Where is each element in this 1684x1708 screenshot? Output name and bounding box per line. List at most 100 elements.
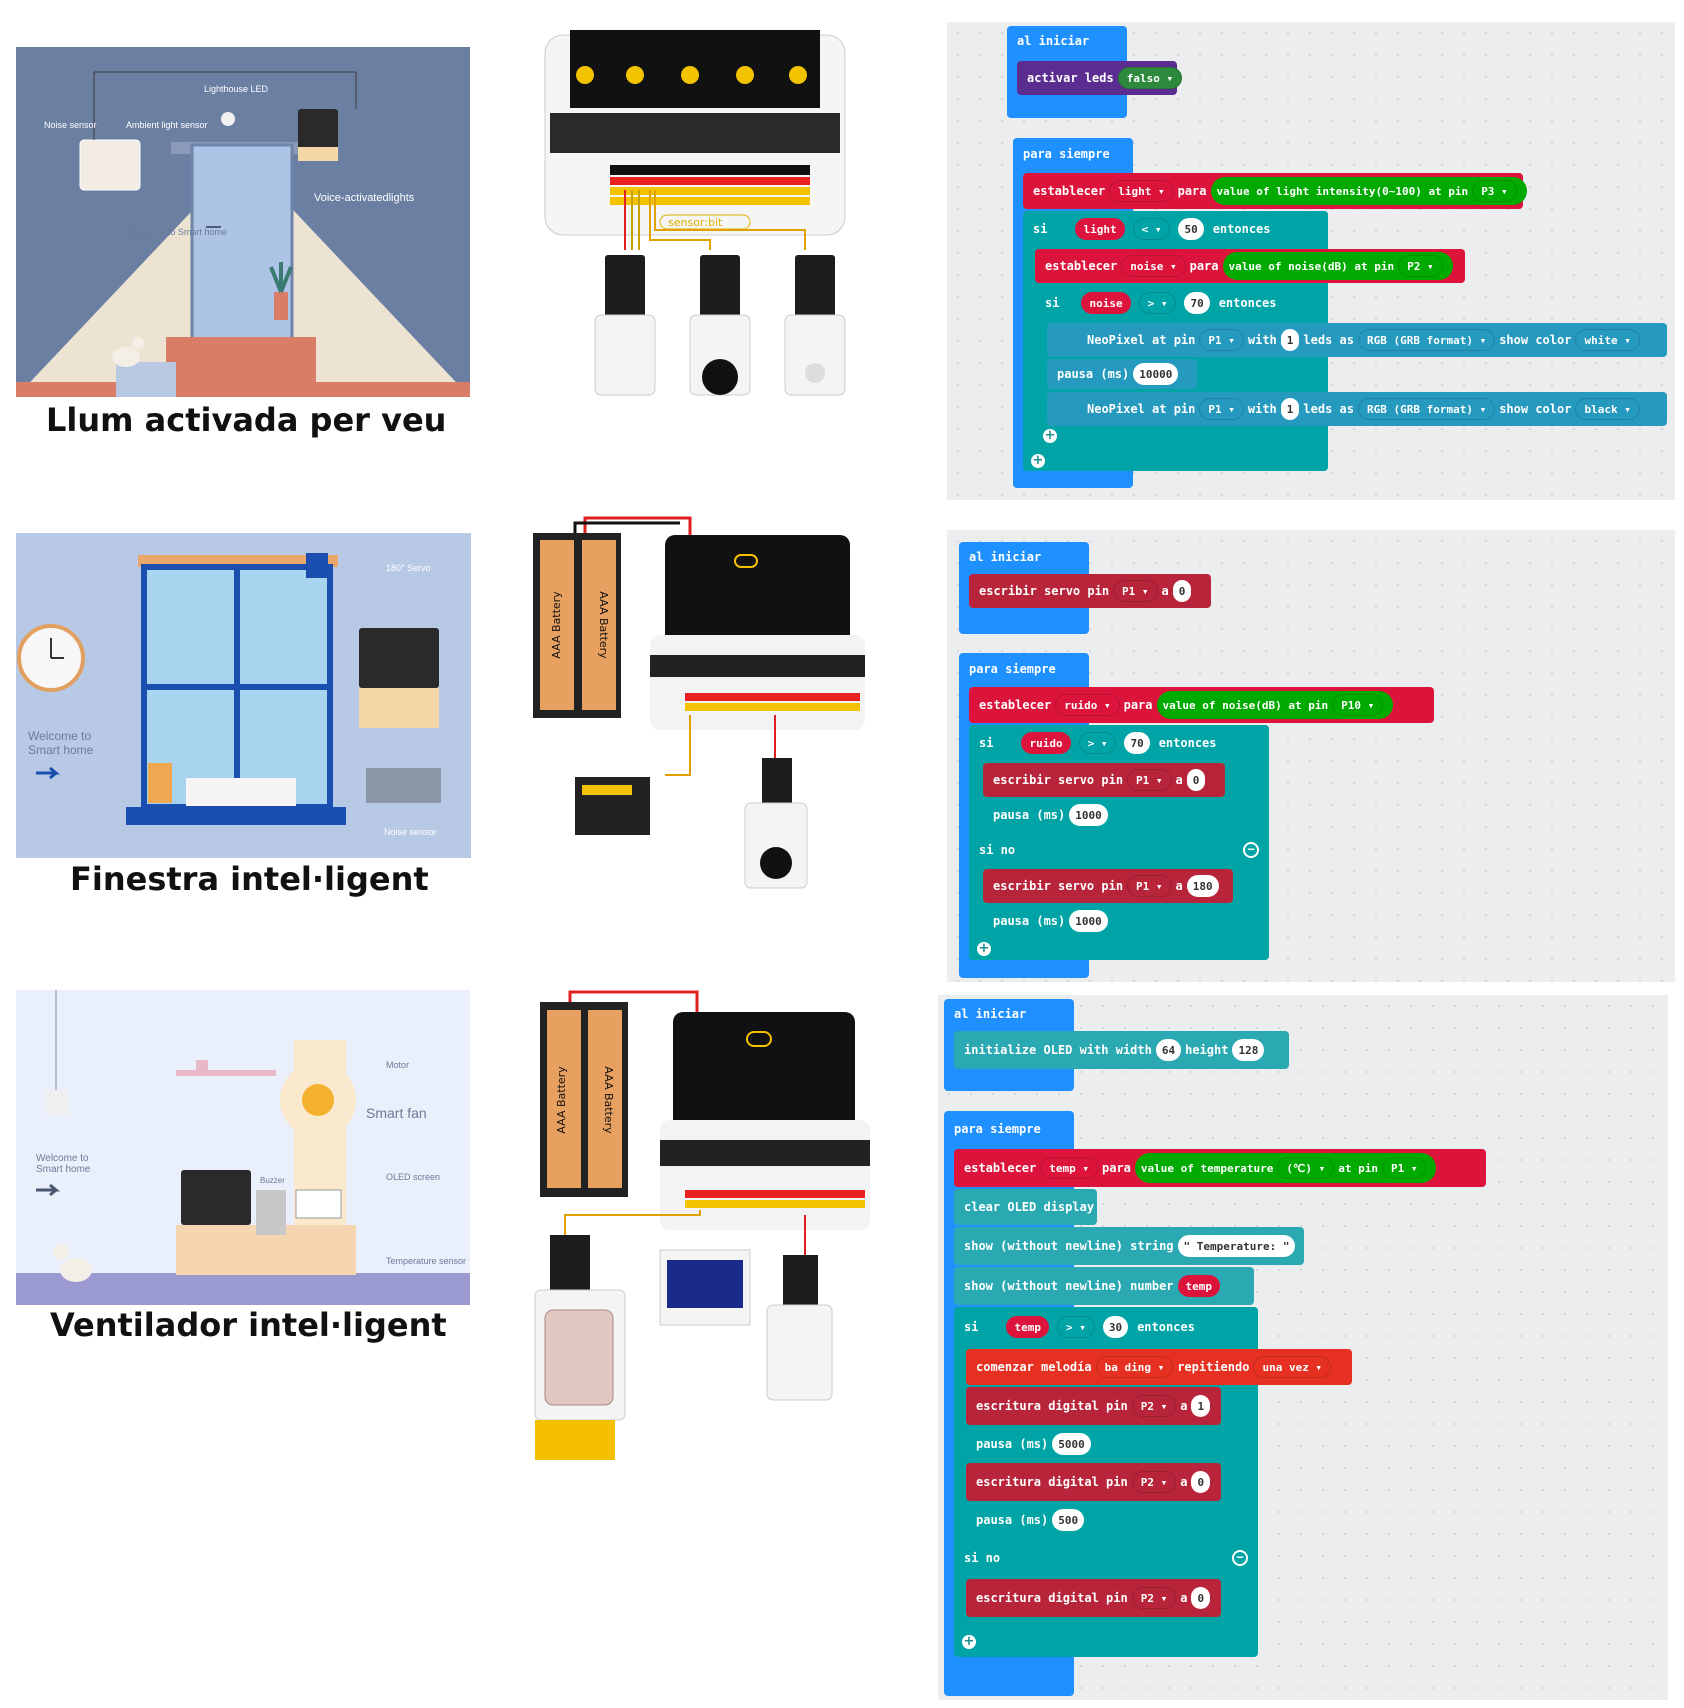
num-value[interactable]: 1 — [1191, 1395, 1211, 1417]
num-leds[interactable]: 1 — [1280, 329, 1300, 351]
var-temp[interactable]: temp — [1177, 1275, 1221, 1297]
num-pause[interactable]: 10000 — [1133, 363, 1179, 385]
kw-to: a — [1180, 1475, 1188, 1489]
num-angle[interactable]: 0 — [1172, 580, 1192, 602]
num-70[interactable]: 70 — [1124, 732, 1150, 754]
block-digital-write-3[interactable]: escritura digital pin P2 ▾ a 0 — [966, 1579, 1221, 1617]
else-header: si no − — [969, 833, 1269, 867]
num-width[interactable]: 64 — [1155, 1039, 1182, 1061]
op-gt[interactable]: > ▾ — [1056, 1316, 1095, 1338]
block-neopixel-white[interactable]: NeoPixel at pin P1 ▾ with 1 leds as RGB … — [1047, 323, 1667, 357]
dropdown-pin[interactable]: P1 ▾ — [1113, 580, 1158, 602]
dropdown-var-light[interactable]: light ▾ — [1109, 180, 1174, 202]
block-init-oled[interactable]: initialize OLED with width 64 height 128 — [954, 1031, 1289, 1069]
code-editor-voice-light[interactable]: al iniciar activar leds falso ▾ para sie… — [947, 22, 1675, 500]
var-temp[interactable]: temp — [1006, 1316, 1049, 1338]
dropdown-pin[interactable]: P1 ▾ — [1199, 329, 1244, 351]
dropdown-pin[interactable]: P1 ▾ — [1199, 398, 1244, 420]
dropdown-var-temp[interactable]: temp ▾ — [1040, 1157, 1098, 1179]
illustration-voice-light: Noise sensor Ambient light sensor Lighth… — [16, 47, 470, 397]
add-else-icon[interactable]: + — [1043, 428, 1057, 443]
dropdown-unit[interactable]: (℃) ▾ — [1277, 1157, 1335, 1179]
expr-noise: value of noise(dB) at pin — [1228, 259, 1395, 273]
num-pause[interactable]: 1000 — [1069, 804, 1108, 826]
reporter-temperature[interactable]: value of temperature (℃) ▾ at pin P1 ▾ — [1134, 1153, 1437, 1183]
add-else-icon[interactable]: + — [1031, 453, 1045, 468]
block-pause[interactable]: pausa (ms) 10000 — [1047, 359, 1197, 389]
block-neopixel-black[interactable]: NeoPixel at pin P1 ▾ with 1 leds as RGB … — [1047, 392, 1667, 426]
block-clear-oled[interactable]: clear OLED display — [954, 1189, 1097, 1225]
dropdown-format[interactable]: RGB (GRB format) ▾ — [1357, 398, 1496, 420]
block-enable-leds[interactable]: activar leds falso ▾ — [1017, 61, 1183, 95]
add-else-icon[interactable]: + — [977, 941, 991, 956]
num-70[interactable]: 70 — [1184, 292, 1210, 314]
block-show-number[interactable]: show (without newline) number temp — [954, 1267, 1254, 1305]
kw-then: entonces — [1137, 1320, 1195, 1334]
expr-temp: value of temperature — [1140, 1161, 1274, 1175]
remove-else-icon[interactable]: − — [1243, 842, 1259, 858]
dropdown-color-black[interactable]: black ▾ — [1575, 398, 1640, 420]
dropdown-color-white[interactable]: white ▾ — [1575, 329, 1640, 351]
block-digital-write-1[interactable]: escritura digital pin P2 ▾ a 1 — [966, 1387, 1221, 1425]
num-pause[interactable]: 5000 — [1052, 1433, 1091, 1455]
reporter-noise[interactable]: value of noise(dB) at pin P10 ▾ — [1156, 691, 1394, 719]
num-value[interactable]: 0 — [1191, 1471, 1211, 1493]
string-temperature[interactable]: " Temperature: " — [1177, 1235, 1296, 1257]
code-editor-smart-window[interactable]: al iniciar escribir servo pin P1 ▾ a 0 p… — [947, 530, 1675, 982]
remove-else-icon[interactable]: − — [1232, 1550, 1248, 1566]
kw-if: si — [1045, 296, 1060, 310]
var-ruido[interactable]: ruido — [1021, 732, 1071, 754]
num-leds[interactable]: 1 — [1280, 398, 1300, 420]
dropdown-tune[interactable]: ba ding ▾ — [1095, 1356, 1174, 1378]
block-set-ruido[interactable]: establecer ruido ▾ para value of noise(d… — [969, 687, 1434, 723]
dropdown-pin[interactable]: P1 ▾ — [1127, 769, 1172, 791]
block-set-noise[interactable]: establecer noise ▾ para value of noise(d… — [1035, 249, 1465, 283]
dropdown-pin-p3[interactable]: P3 ▾ — [1472, 180, 1517, 202]
dropdown-pin-p10[interactable]: P10 ▾ — [1332, 694, 1384, 716]
dropdown-once[interactable]: una vez ▾ — [1253, 1356, 1332, 1378]
var-noise[interactable]: noise — [1081, 292, 1131, 314]
num-angle[interactable]: 180 — [1186, 875, 1219, 897]
num-30[interactable]: 30 — [1102, 1316, 1129, 1338]
block-set-temp[interactable]: establecer temp ▾ para value of temperat… — [954, 1149, 1486, 1187]
dropdown-pin-p1[interactable]: P1 ▾ — [1381, 1157, 1427, 1179]
var-light[interactable]: light — [1075, 218, 1125, 240]
num-height[interactable]: 128 — [1232, 1039, 1265, 1061]
kw-else: si no — [964, 1551, 1001, 1565]
add-else-icon[interactable]: + — [962, 1634, 976, 1649]
dropdown-var-ruido[interactable]: ruido ▾ — [1055, 694, 1120, 716]
block-show-string[interactable]: show (without newline) string " Temperat… — [954, 1227, 1304, 1265]
block-digital-write-2[interactable]: escritura digital pin P2 ▾ a 0 — [966, 1463, 1221, 1501]
dropdown-false[interactable]: falso ▾ — [1117, 67, 1183, 89]
num-angle[interactable]: 0 — [1186, 769, 1206, 791]
kw-set: establecer — [979, 698, 1052, 712]
num-50[interactable]: 50 — [1178, 218, 1204, 240]
code-editor-smart-fan[interactable]: al iniciar initialize OLED with width 64… — [938, 995, 1668, 1700]
block-pause-2[interactable]: pausa (ms) 500 — [966, 1503, 1106, 1537]
reporter-noise[interactable]: value of noise(dB) at pin P2 ▾ — [1222, 252, 1453, 280]
block-servo-write-2[interactable]: escribir servo pin P1 ▾ a 180 — [983, 869, 1233, 903]
dropdown-pin-p2[interactable]: P2 ▾ — [1398, 255, 1443, 277]
dropdown-pin[interactable]: P1 ▾ — [1127, 875, 1172, 897]
dropdown-format[interactable]: RGB (GRB format) ▾ — [1357, 329, 1496, 351]
block-set-light[interactable]: establecer light ▾ para value of light i… — [1023, 173, 1527, 209]
dropdown-pin-p2[interactable]: P2 ▾ — [1131, 1395, 1177, 1417]
block-servo-write-0[interactable]: escribir servo pin P1 ▾ a 0 — [969, 574, 1211, 608]
op-gt[interactable]: > ▾ — [1078, 732, 1117, 754]
num-pause[interactable]: 1000 — [1069, 910, 1108, 932]
block-pause-2[interactable]: pausa (ms) 1000 — [983, 905, 1138, 937]
dropdown-pin-p2[interactable]: P2 ▾ — [1131, 1471, 1177, 1493]
op-gt[interactable]: > ▾ — [1138, 292, 1177, 314]
reporter-light-intensity[interactable]: value of light intensity(0~100) at pin P… — [1210, 177, 1527, 205]
block-start-melody[interactable]: comenzar melodía ba ding ▾ repitiendo un… — [966, 1349, 1352, 1385]
num-pause[interactable]: 500 — [1052, 1509, 1085, 1531]
dropdown-var-noise[interactable]: noise ▾ — [1121, 255, 1186, 277]
block-pause-1[interactable]: pausa (ms) 1000 — [983, 799, 1138, 831]
dropdown-pin-p2[interactable]: P2 ▾ — [1131, 1587, 1177, 1609]
op-lt[interactable]: < ▾ — [1132, 218, 1171, 240]
block-servo-write-1[interactable]: escribir servo pin P1 ▾ a 0 — [983, 763, 1225, 797]
num-value[interactable]: 0 — [1191, 1587, 1211, 1609]
block-pause-1[interactable]: pausa (ms) 5000 — [966, 1427, 1116, 1461]
text-neopixel: NeoPixel at pin — [1087, 333, 1196, 347]
on-start-label: al iniciar — [944, 999, 1074, 1029]
